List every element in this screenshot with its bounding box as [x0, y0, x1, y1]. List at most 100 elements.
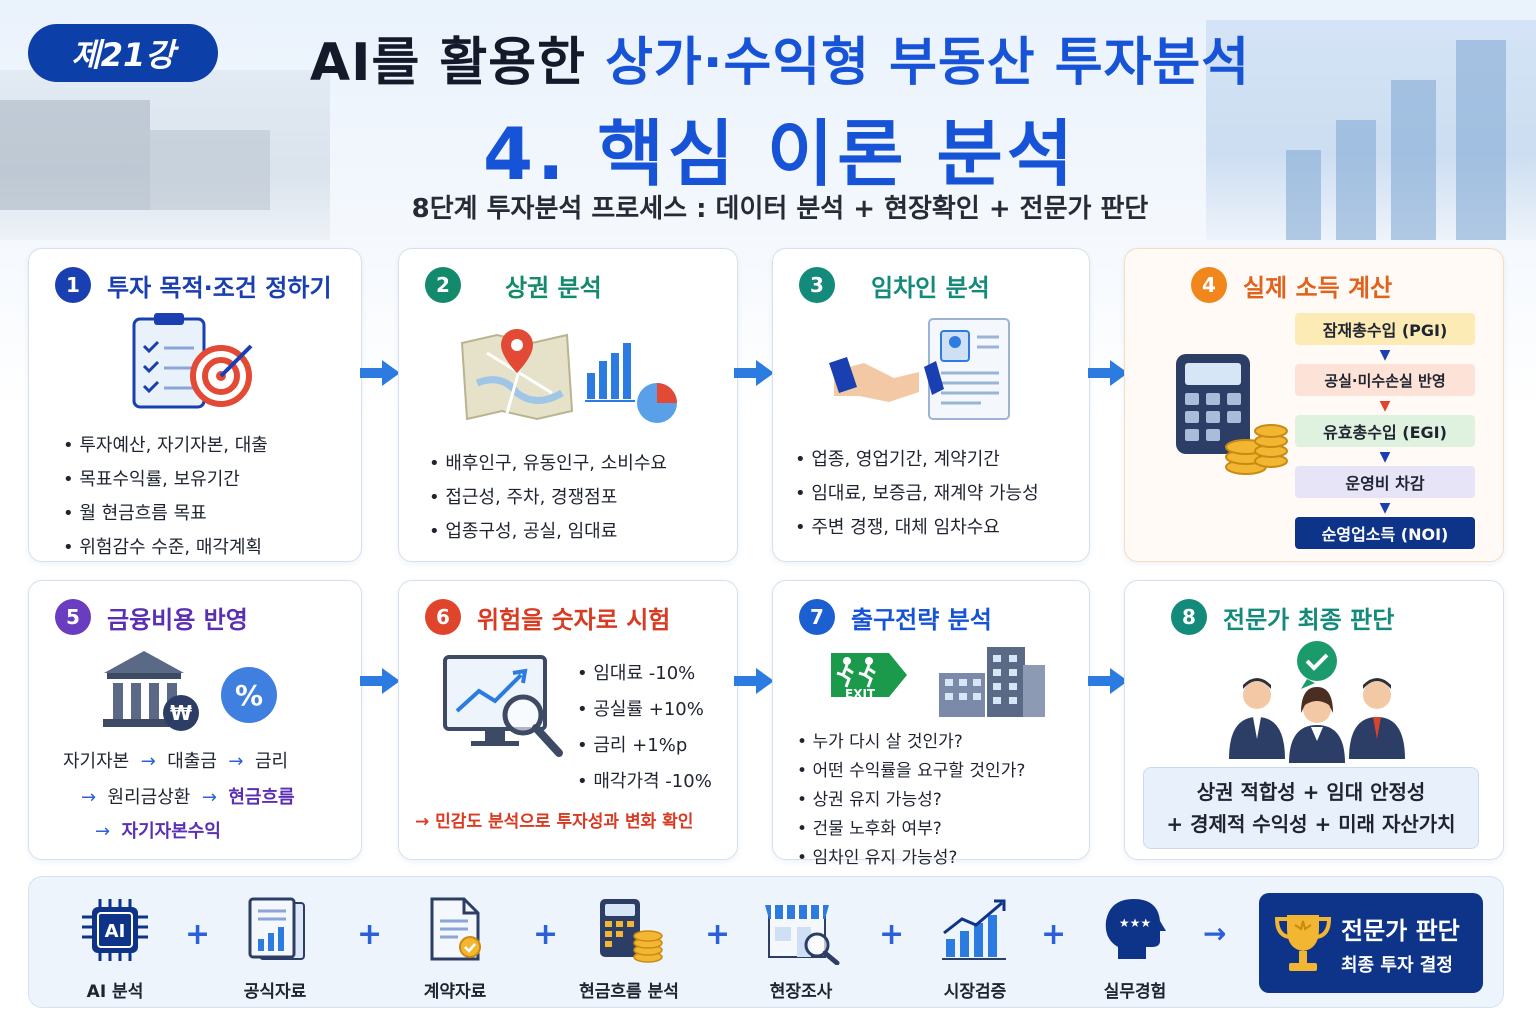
step-number: 4: [1191, 267, 1227, 303]
arrow-down-icon: ▼: [1379, 499, 1391, 516]
footer-item-field-survey: 현장조사: [731, 895, 871, 1002]
title-highlight: 상가·수익형 부동산 투자분석: [605, 33, 1251, 93]
step-card-3: 3 임차인 분석 업종, 영업기간, 계약기간 임대료, 보증금, 재계약 가능…: [772, 248, 1090, 562]
step-number: 3: [799, 267, 835, 303]
trophy-icon: [1274, 915, 1332, 971]
arrow-right-icon: [360, 360, 400, 386]
footer-label: 공식자료: [243, 982, 307, 1002]
footer-item-official-data: 공식자료: [205, 895, 345, 1002]
cashflow-label: 현금흐름: [228, 787, 295, 808]
final-criteria-box: 상권 적합성 + 임대 안정성 + 경제적 수익성 + 미래 자산가치: [1143, 767, 1479, 849]
step-header: 8 전문가 최종 판단: [1171, 599, 1394, 635]
bullet-item: 임대료 -10%: [577, 659, 712, 685]
title-prefix: AI를 활용한: [309, 33, 606, 93]
step-title: 상권 분석: [505, 273, 602, 302]
experts-check-icon: [1229, 641, 1405, 763]
step-title: 출구전략 분석: [851, 605, 992, 634]
sensitivity-note: → 민감도 분석으로 투자성과 변화 확인: [415, 812, 694, 832]
footer-item-ai: AI AI 분석: [45, 895, 185, 1002]
finance-line-3: → 자기자본수익: [95, 817, 221, 843]
bullet-item: 위험감수 수준, 매각계획: [63, 533, 268, 559]
equity-label: 자기자본: [63, 751, 130, 772]
plus-icon: +: [357, 917, 383, 952]
flow-pgi: 잠재총수입 (PGI): [1295, 313, 1475, 345]
step-title: 실제 소득 계산: [1243, 273, 1393, 302]
ai-chip-icon: AI: [82, 899, 148, 961]
skyscraper-decoration: [1336, 120, 1376, 240]
store-magnifier-icon: [765, 905, 840, 966]
bullet-item: 상권 유지 가능성?: [797, 785, 1025, 810]
bullet-item: 접근성, 주차, 경쟁점포: [429, 483, 667, 509]
bullet-item: 목표수익률, 보유기간: [63, 465, 268, 491]
step-title: 금융비용 반영: [107, 605, 248, 634]
arrow-right-icon: [360, 668, 400, 694]
finance-line-2: → 원리금상환 → 현금흐름: [81, 783, 295, 809]
arrow-right-icon: →: [1203, 917, 1227, 950]
process-subtitle: 8단계 투자분석 프로세스 : 데이터 분석 + 현장확인 + 전문가 판단: [411, 194, 1149, 224]
flow-noi: 순영업소득 (NOI): [1295, 517, 1475, 549]
svg-text:₩: ₩: [170, 701, 192, 725]
bullet-item: 누가 다시 살 것인가?: [797, 727, 1025, 752]
shop-row-decoration: [0, 100, 150, 210]
flow-opex: 운영비 차감: [1295, 466, 1475, 498]
step-bullets: 배후인구, 유동인구, 소비수요 접근성, 주차, 경쟁점포 업종구성, 공실,…: [429, 449, 667, 551]
bullet-item: 투자예산, 자기자본, 대출: [63, 431, 268, 457]
step-header: 7 출구전략 분석: [799, 599, 992, 635]
loan-label: 대출금: [167, 751, 217, 772]
step-title: 전문가 최종 판단: [1223, 605, 1395, 634]
shop-row-decoration: [150, 130, 270, 210]
equity-return-label: 자기자본수익: [121, 821, 221, 842]
bullet-item: 주변 경쟁, 대체 임차수요: [795, 513, 1039, 539]
svg-text:★★★: ★★★: [1119, 916, 1151, 930]
footer-item-cashflow: 현금흐름 분석: [559, 895, 699, 1002]
plus-icon: +: [879, 917, 905, 952]
plus-icon: +: [533, 917, 559, 952]
step-number: 7: [799, 599, 835, 635]
bullet-item: 금리 +1%p: [577, 731, 712, 757]
bullet-item: 업종, 영업기간, 계약기간: [795, 445, 1039, 471]
step-card-1: 1 투자 목적·조건 정하기 투자예산, 자기자본, 대출 목표수익률, 보유기…: [28, 248, 362, 562]
exit-sign-icon: [831, 653, 907, 697]
contract-document-icon: [430, 897, 481, 961]
plus-icon: +: [705, 917, 731, 952]
flow-vacancy-loss: 공실·미수손실 반영: [1295, 364, 1475, 396]
arrow-down-icon: ▼: [1379, 448, 1391, 465]
criteria-line-2: + 경제적 수익성 + 미래 자산가치: [1166, 812, 1456, 836]
summary-footer: AI AI 분석 + 공식자료 + 계약자료 +: [28, 876, 1504, 1008]
arrow-down-icon: ▼: [1379, 397, 1391, 414]
handshake-document-icon: [829, 318, 1010, 420]
arrow-icon: →: [81, 787, 97, 808]
footer-item-experience: ★★★ 실무경험: [1065, 895, 1205, 1002]
step-card-2: 2 상권 분석 배후인구, 유동인구, 소비수요 접근성, 주차, 경쟁점포 업…: [398, 248, 738, 562]
plus-icon: +: [1041, 917, 1067, 952]
final-subtitle: 최종 투자 결정: [1341, 955, 1453, 976]
footer-item-contract-data: 계약자료: [385, 895, 525, 1002]
step-title: 임차인 분석: [871, 273, 990, 302]
step-card-7: 7 출구전략 분석 EXIT 누가 다시 살 것인가? 어떤 수익률을 요구할 …: [772, 580, 1090, 868]
step-number: 6: [425, 599, 461, 635]
bullet-item: 건물 노후화 여부?: [797, 814, 1025, 839]
arrow-icon: →: [140, 751, 156, 772]
calculator-coins-icon: [1176, 354, 1288, 475]
skyscraper-decoration: [1286, 150, 1321, 240]
footer-label: 시장검증: [943, 982, 1007, 1002]
footer-label: 계약자료: [423, 982, 487, 1002]
step-header: 3 임차인 분석: [799, 267, 990, 303]
bullet-item: 월 현금흐름 목표: [63, 499, 268, 525]
arrow-right-icon: [734, 360, 774, 386]
bank-percent-icon: ₩ %: [103, 651, 277, 731]
footer-label: 현금흐름 분석: [579, 982, 679, 1002]
step-header: 2 상권 분석: [425, 267, 602, 303]
step-number: 5: [55, 599, 91, 635]
monitor-magnifier-icon: [443, 655, 563, 757]
step-header: 4 실제 소득 계산: [1191, 267, 1392, 303]
bullet-item: 임대료, 보증금, 재계약 가능성: [795, 479, 1038, 505]
skyscraper-decoration: [1391, 80, 1436, 240]
map-chart-icon: [460, 329, 677, 423]
page-title: AI를 활용한 상가·수익형 부동산 투자분석: [270, 20, 1290, 95]
clipboard-target-icon: [132, 313, 253, 409]
arrow-right-icon: [1088, 668, 1128, 694]
income-flow: 잠재총수입 (PGI) ▼ 공실·미수손실 반영 ▼ 유효총수입 (EGI) ▼…: [1295, 313, 1475, 549]
step-header: 1 투자 목적·조건 정하기: [55, 267, 332, 303]
arrow-down-icon: ▼: [1379, 346, 1391, 363]
